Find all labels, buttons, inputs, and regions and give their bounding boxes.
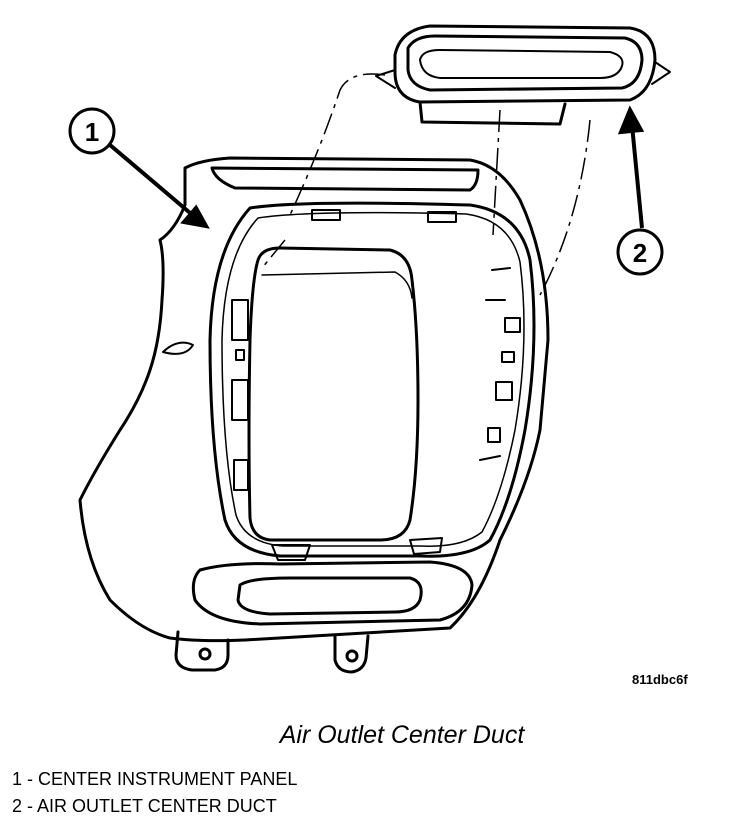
callout-2-circle	[616, 228, 664, 276]
lower-outlet-opening	[236, 576, 423, 616]
diagram-illustration: 1 2	[68, 24, 671, 674]
right-bracket	[479, 267, 521, 461]
lower-outlet-housing	[191, 560, 474, 626]
duct-ear-left	[375, 69, 396, 89]
center-opening-top-edge	[261, 271, 413, 299]
callout-2-arrowhead	[617, 105, 645, 135]
bottom-boss-right	[409, 537, 443, 555]
instrument-panel-outline	[78, 156, 550, 643]
mount-tab-center	[333, 634, 370, 674]
legend-item: 1 - CENTER INSTRUMENT PANEL	[12, 769, 298, 789]
callout-1-leader	[108, 143, 198, 220]
install-path-2	[539, 119, 591, 296]
left-bracket	[231, 299, 249, 491]
figure-caption: Air Outlet Center Duct	[279, 721, 525, 749]
callout-1-arrowhead	[180, 204, 210, 229]
callout-1-number: 1	[85, 117, 99, 147]
inner-opening-frame	[208, 201, 536, 558]
mount-hole-left	[198, 647, 212, 661]
duct-base-flange	[418, 100, 567, 126]
install-path-4	[261, 239, 286, 269]
duct-inner-slot	[419, 49, 624, 79]
center-opening-block	[247, 246, 420, 542]
top-tab-left	[311, 209, 341, 221]
callout-2-number: 2	[633, 238, 647, 268]
inner-opening-frame-inner	[221, 211, 525, 547]
side-ear-left	[162, 341, 194, 355]
mount-tab-left	[174, 630, 230, 672]
top-trim-strip	[210, 166, 480, 192]
callout-1-circle	[68, 107, 116, 155]
bottom-boss-left	[271, 544, 311, 561]
install-path-3	[492, 109, 501, 236]
legend: 1 - CENTER INSTRUMENT PANEL 2 - AIR OUTL…	[12, 766, 297, 820]
duct-housing	[393, 24, 657, 104]
duct-ear-right	[651, 61, 671, 85]
duct-opening	[406, 34, 644, 92]
install-path-1	[289, 73, 386, 216]
legend-item: 2 - AIR OUTLET CENTER DUCT	[12, 796, 277, 816]
top-tab-right	[427, 211, 457, 223]
figure-code: 811dbc6f	[632, 672, 688, 687]
callout-2-leader	[630, 124, 644, 229]
mount-hole-center	[345, 649, 359, 663]
